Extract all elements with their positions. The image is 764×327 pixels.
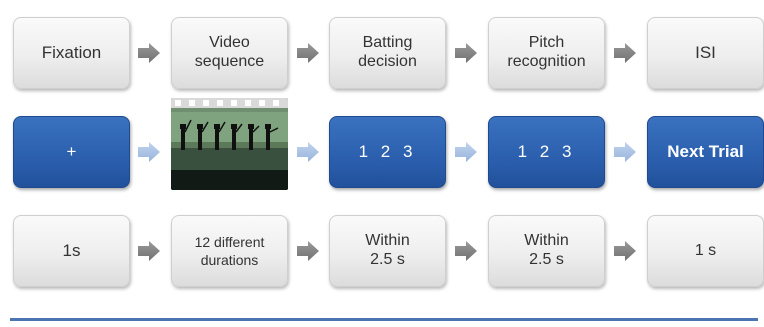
right-arrow-icon [297, 43, 319, 63]
video-thumbnail-image [171, 98, 288, 190]
timeline-line [10, 318, 758, 321]
duration-batting: Within 2.5 s [329, 215, 446, 287]
stage-video-sequence: Video sequence [171, 17, 288, 89]
stage-pitch-recognition: Pitch recognition [488, 17, 605, 89]
right-arrow-icon [455, 142, 477, 162]
right-arrow-icon [614, 142, 636, 162]
right-arrow-icon [138, 142, 160, 162]
display-fixation-cross: + [13, 116, 130, 188]
duration-video-label: 12 different durations [194, 233, 265, 268]
right-arrow-icon [455, 43, 477, 63]
display-batting-options: 1 2 3 [329, 116, 446, 188]
stage-batting-decision: Batting decision [329, 17, 446, 89]
duration-isi: 1 s [647, 215, 764, 287]
right-arrow-icon [297, 241, 319, 261]
right-arrow-icon [614, 43, 636, 63]
display-next-trial: Next Trial [647, 116, 764, 188]
right-arrow-icon [138, 43, 160, 63]
right-arrow-icon [138, 241, 160, 261]
right-arrow-icon [297, 142, 319, 162]
stage-batting-decision-label: Batting decision [358, 34, 417, 70]
stage-pitch-recognition-label: Pitch recognition [507, 34, 586, 70]
stage-fixation: Fixation [13, 17, 130, 89]
duration-pitch: Within 2.5 s [488, 215, 605, 287]
duration-pitch-label: Within 2.5 s [524, 232, 569, 268]
right-arrow-icon [614, 241, 636, 261]
display-pitch-options: 1 2 3 [488, 116, 605, 188]
stage-video-sequence-label: Video sequence [194, 34, 265, 70]
duration-fixation: 1s [13, 215, 130, 287]
duration-batting-label: Within 2.5 s [365, 232, 410, 268]
duration-video: 12 different durations [171, 215, 288, 287]
stage-isi: ISI [647, 17, 764, 89]
right-arrow-icon [455, 241, 477, 261]
baseball-video-frame [171, 98, 288, 190]
